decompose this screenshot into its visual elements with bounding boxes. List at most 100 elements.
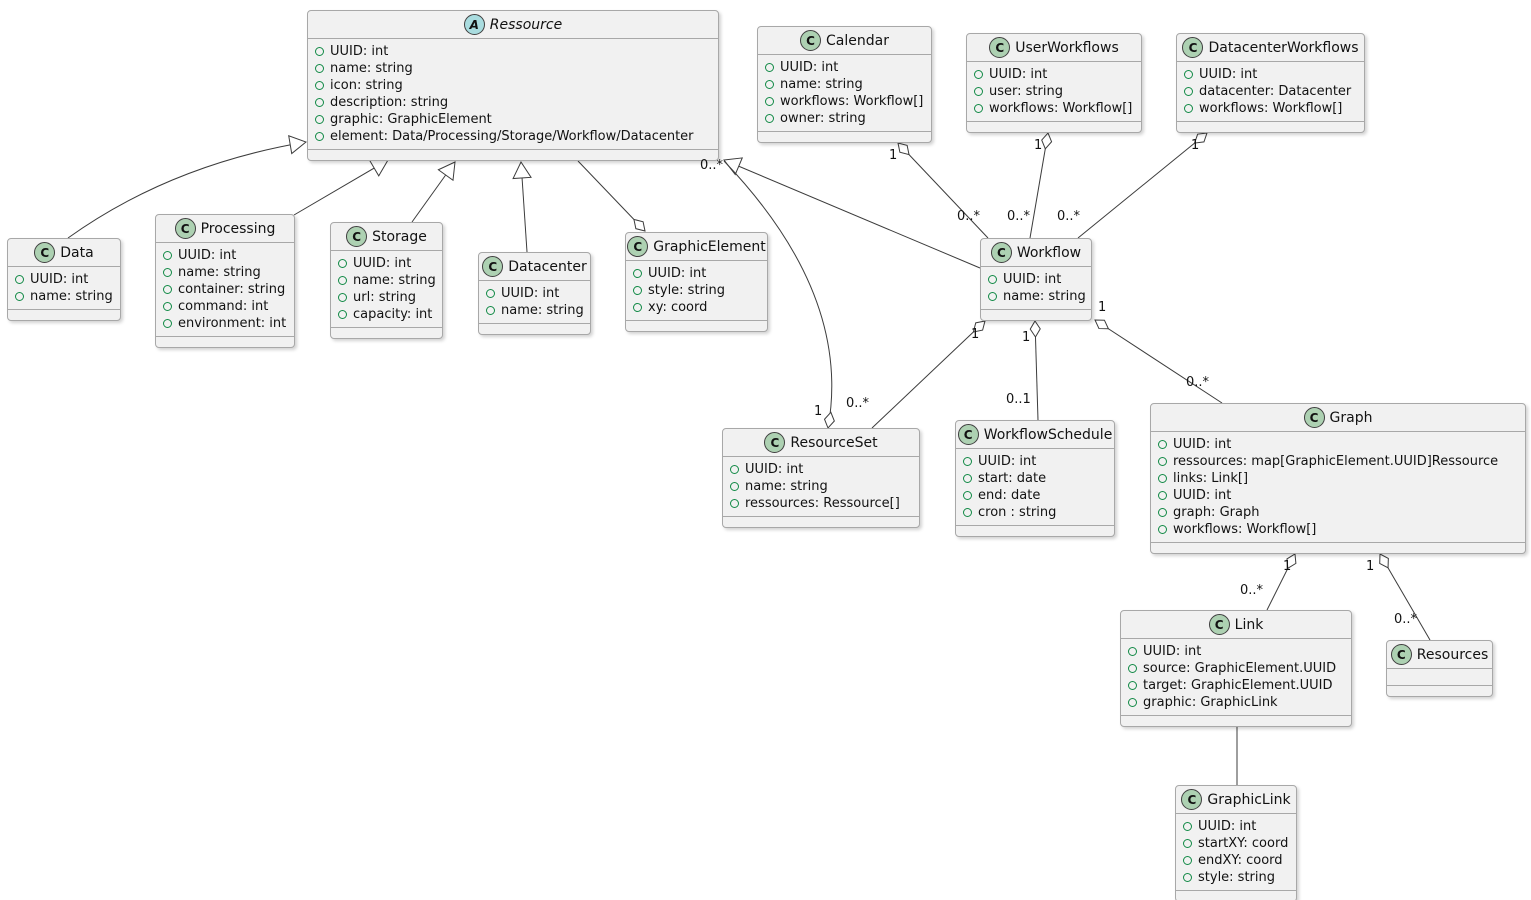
field-visibility-icon	[1158, 491, 1167, 500]
attribute-row: workflows: Workflow[]	[765, 93, 924, 110]
attribute-row: UUID: int	[15, 271, 113, 288]
methods-compartment	[479, 323, 590, 334]
attribute-text: user: string	[989, 84, 1063, 99]
field-visibility-icon	[633, 303, 642, 312]
field-visibility-icon	[633, 286, 642, 295]
class-spot-icon: C	[764, 432, 786, 453]
field-visibility-icon	[338, 276, 347, 285]
field-visibility-icon	[988, 275, 997, 284]
attribute-row: UUID: int	[633, 265, 760, 282]
attribute-row: UUID: int	[974, 66, 1134, 83]
edge-resourceset-ressource	[723, 160, 833, 429]
field-visibility-icon	[163, 319, 172, 328]
field-visibility-icon	[163, 302, 172, 311]
class-name: Link	[1234, 616, 1264, 633]
multiplicity-label: 0..*	[846, 396, 870, 411]
attribute-text: name: string	[745, 479, 828, 494]
field-visibility-icon	[1128, 664, 1137, 673]
aggregation-diamond-icon	[897, 142, 910, 156]
attribute-row: end: date	[963, 487, 1107, 504]
edge-workflow-resourceset	[871, 320, 986, 429]
class-name: Ressource	[489, 16, 563, 33]
field-visibility-icon	[1183, 839, 1192, 848]
aggregation-diamond-icon	[1029, 320, 1041, 338]
class-name: GraphicLink	[1207, 791, 1291, 808]
attribute-text: name: string	[780, 77, 863, 92]
class-spot-icon: C	[957, 424, 979, 445]
attribute-row: endXY: coord	[1183, 852, 1289, 869]
field-visibility-icon	[730, 499, 739, 508]
attribute-row: capacity: int	[338, 306, 435, 323]
attribute-text: UUID: int	[30, 272, 89, 287]
multiplicity-label: 0..*	[1394, 612, 1418, 627]
aggregation-diamond-icon	[1286, 553, 1297, 570]
attribute-text: container: string	[178, 282, 286, 297]
field-visibility-icon	[765, 114, 774, 123]
field-visibility-icon	[974, 104, 983, 113]
field-visibility-icon	[315, 64, 324, 73]
attribute-text: environment: int	[178, 316, 287, 331]
field-visibility-icon	[988, 292, 997, 301]
class-spot-icon: C	[627, 236, 649, 257]
multiplicity-label: 0..*	[957, 209, 981, 224]
methods-compartment	[8, 309, 120, 320]
field-visibility-icon	[315, 98, 324, 107]
attribute-row: name: string	[15, 288, 113, 305]
attribute-text: style: string	[1198, 870, 1276, 885]
attribute-row: element: Data/Processing/Storage/Workflo…	[315, 128, 711, 145]
attribute-text: UUID: int	[1198, 819, 1257, 834]
methods-compartment	[723, 516, 919, 527]
attribute-text: source: GraphicElement.UUID	[1143, 661, 1337, 676]
aggregation-diamond-icon	[972, 320, 986, 333]
class-name: Data	[60, 244, 94, 261]
class-name: UserWorkflows	[1015, 39, 1119, 56]
attribute-text: name: string	[330, 61, 413, 76]
methods-compartment	[1177, 121, 1364, 132]
attribute-text: UUID: int	[501, 286, 560, 301]
attribute-text: name: string	[178, 265, 261, 280]
multiplicity-label: 1	[1098, 300, 1107, 315]
attribute-row: environment: int	[163, 315, 287, 332]
class-name: ResourceSet	[790, 434, 878, 451]
field-visibility-icon	[974, 87, 983, 96]
field-visibility-icon	[633, 269, 642, 278]
field-visibility-icon	[163, 285, 172, 294]
attribute-text: capacity: int	[353, 307, 433, 322]
field-visibility-icon	[1158, 474, 1167, 483]
attribute-text: workflows: Workflow[]	[780, 94, 924, 109]
attribute-row: icon: string	[315, 77, 711, 94]
attribute-row: style: string	[1183, 869, 1289, 886]
methods-compartment	[1121, 715, 1351, 726]
abstract-spot-icon: A	[463, 14, 485, 35]
field-visibility-icon	[1158, 457, 1167, 466]
multiplicity-label: 1	[1034, 138, 1043, 153]
methods-compartment	[981, 309, 1091, 320]
field-visibility-icon	[1158, 525, 1167, 534]
field-visibility-icon	[1128, 698, 1137, 707]
attribute-row: UUID: int	[730, 461, 912, 478]
attribute-row: name: string	[486, 302, 584, 319]
field-visibility-icon	[486, 289, 495, 298]
attribute-row: name: string	[988, 288, 1086, 305]
attribute-text: style: string	[648, 283, 726, 298]
attribute-row: xy: coord	[633, 299, 760, 316]
field-visibility-icon	[163, 251, 172, 260]
